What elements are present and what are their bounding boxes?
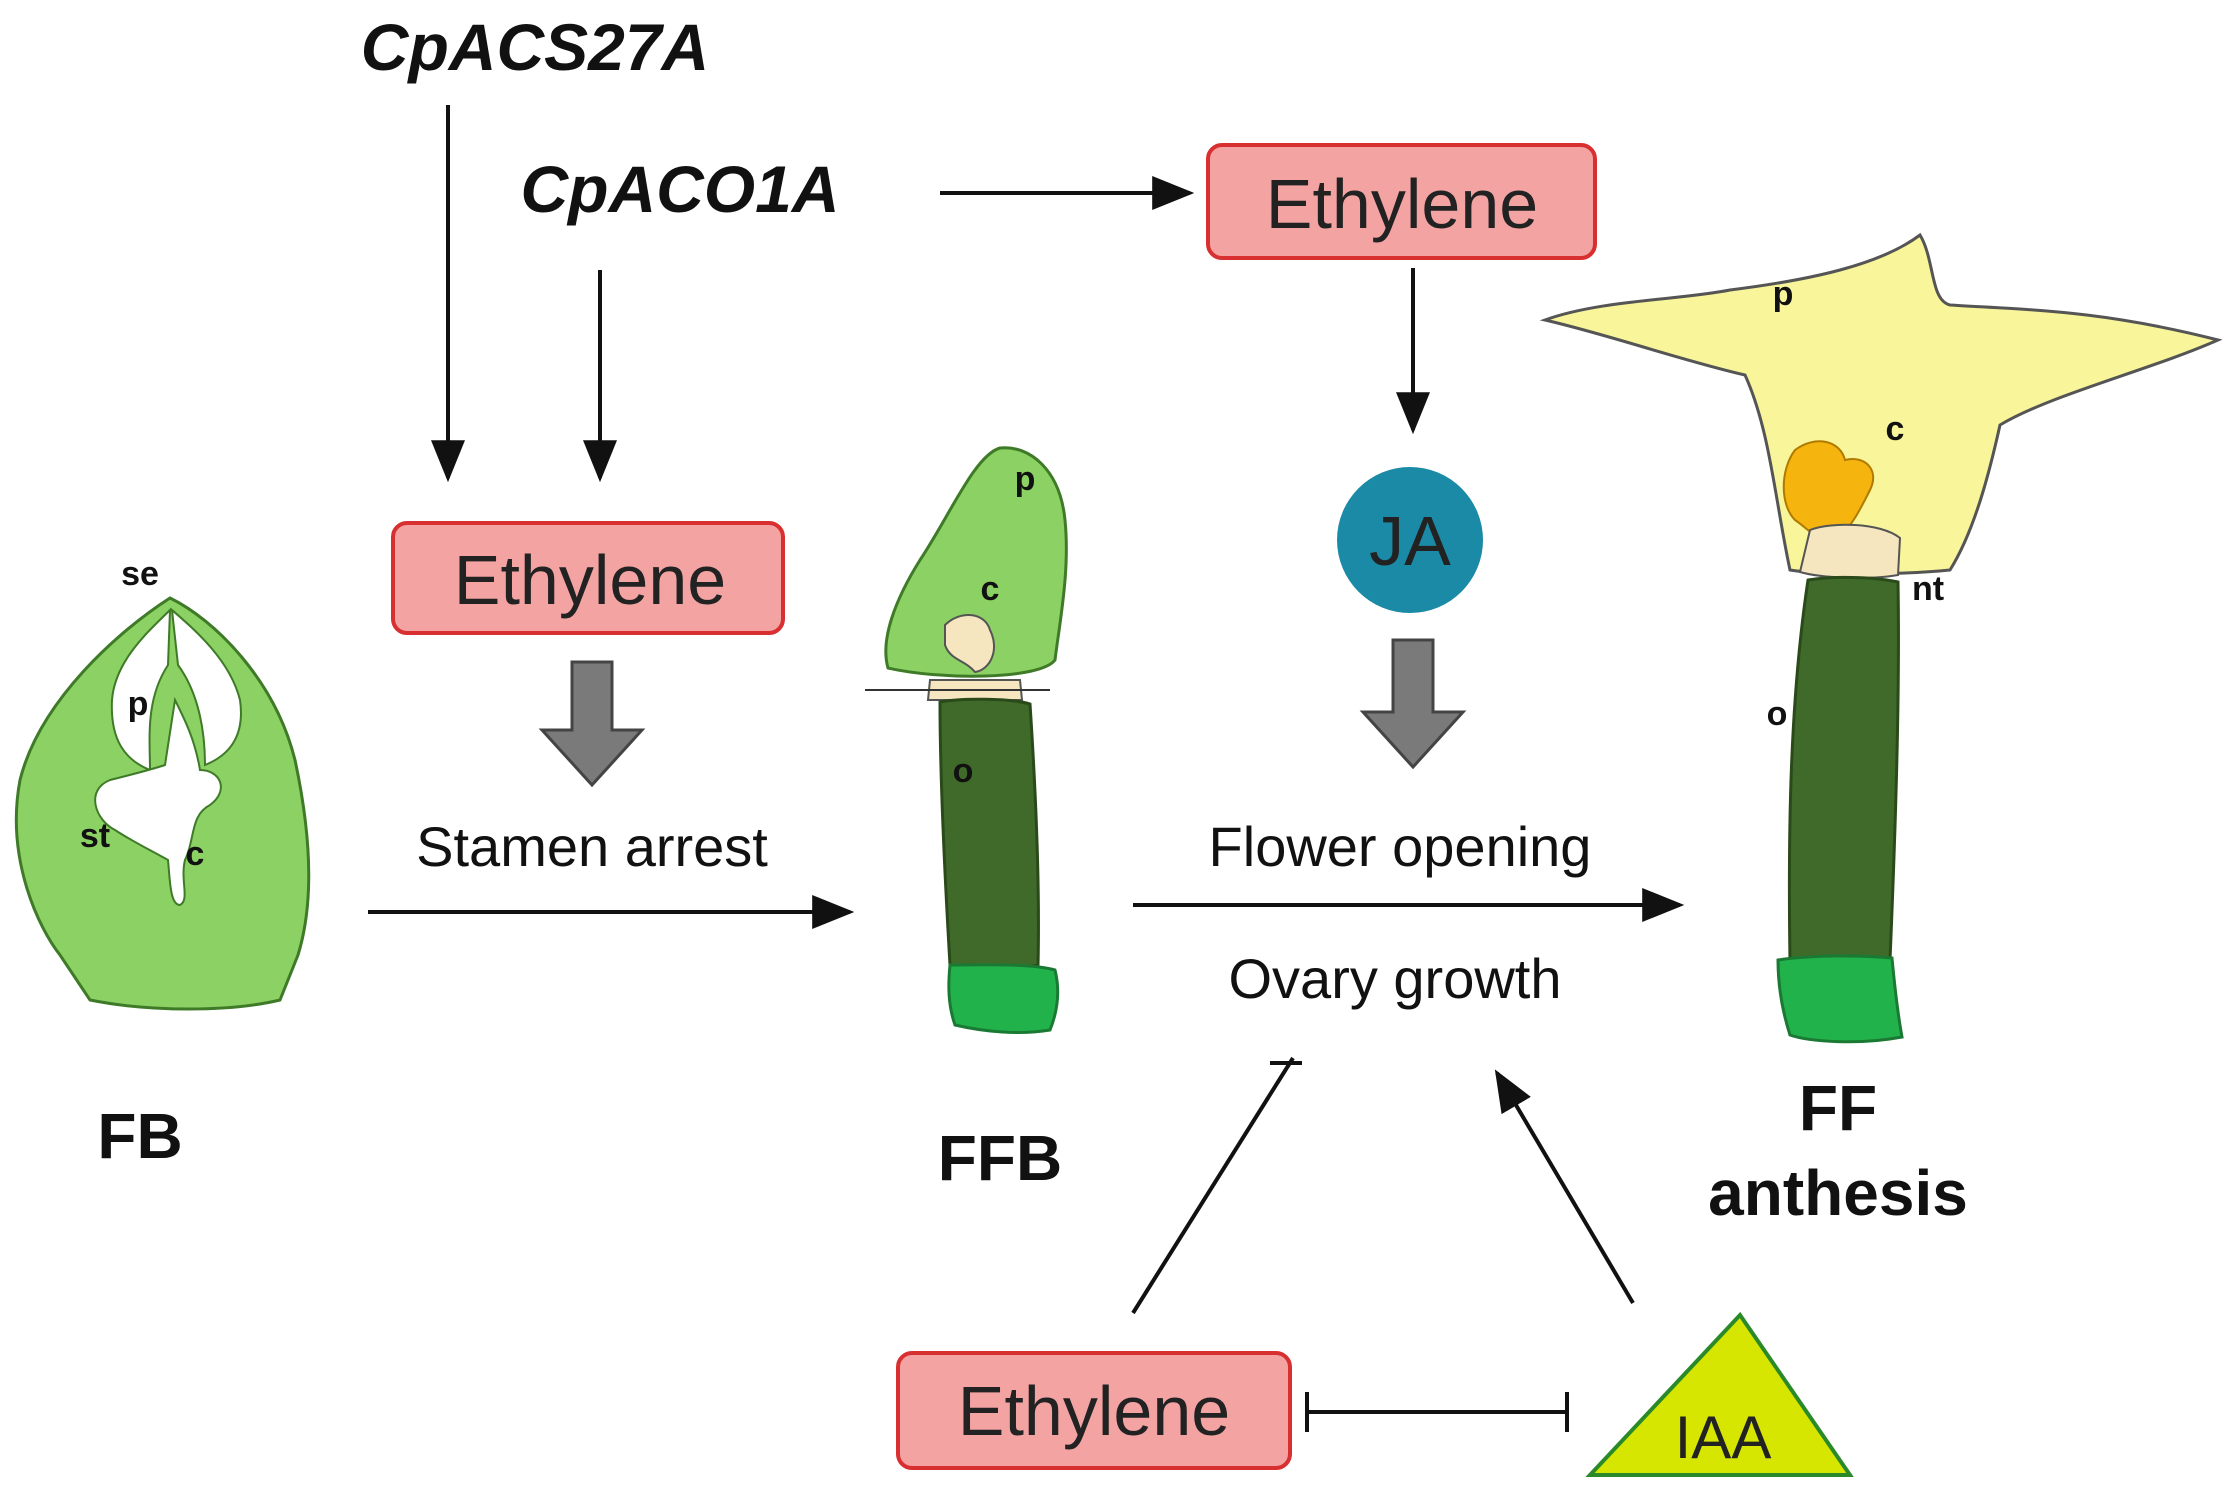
iaa-triangle: IAA: [1585, 1311, 1854, 1477]
stage-ffb-label: FFB: [938, 1122, 1062, 1194]
fb-se-label: se: [121, 555, 159, 593]
flower-opening-label: Flower opening: [1209, 815, 1592, 878]
ff-nt-label: nt: [1912, 570, 1944, 608]
stage-ff-anthesis-label: anthesis: [1708, 1157, 1968, 1229]
ethylene-mid-label: Ethylene: [454, 541, 726, 619]
gene-acs27a-label: CpACS27A: [361, 10, 709, 84]
ffb-o-label: o: [953, 752, 974, 790]
block-arrow-flower: [1359, 638, 1467, 770]
fb-c-label: c: [186, 835, 205, 873]
stage-ff-label: FF: [1799, 1072, 1877, 1144]
ffb-c-label: c: [981, 570, 1000, 608]
stamen-arrest-label: Stamen arrest: [416, 815, 768, 878]
ff-o-label: o: [1767, 695, 1788, 733]
fb-flower-bud: [14, 596, 311, 1011]
ethylene-bottom-box: Ethylene: [896, 1351, 1292, 1470]
ja-label: JA: [1369, 502, 1451, 580]
ethylene-top-label: Ethylene: [1266, 165, 1538, 243]
ff-c-label: c: [1886, 410, 1905, 448]
arrow-iaa-to-ovary: [1494, 1069, 1635, 1305]
ovary-growth-label: Ovary growth: [1229, 947, 1562, 1010]
stage-fb-label: FB: [97, 1100, 182, 1172]
iaa-label: IAA: [1675, 1404, 1772, 1471]
block-arrow-stamen: [538, 660, 646, 788]
gene-aco1a-label: CpACO1A: [520, 152, 839, 226]
ethylene-bottom-label: Ethylene: [958, 1372, 1230, 1450]
fb-st-label: st: [80, 817, 110, 855]
inhibit-ethylene-to-ovary: [1131, 1056, 1295, 1315]
ethylene-top-box: Ethylene: [1206, 143, 1597, 260]
ethylene-mid-box: Ethylene: [391, 521, 785, 635]
ffb-p-label: p: [1015, 460, 1036, 498]
ff-flower: [1539, 232, 2223, 1044]
fb-p-label: p: [128, 685, 149, 723]
ffb-flower-bud: [865, 446, 1068, 1034]
ff-p-label: p: [1773, 275, 1794, 313]
ja-circle: JA: [1337, 467, 1483, 613]
